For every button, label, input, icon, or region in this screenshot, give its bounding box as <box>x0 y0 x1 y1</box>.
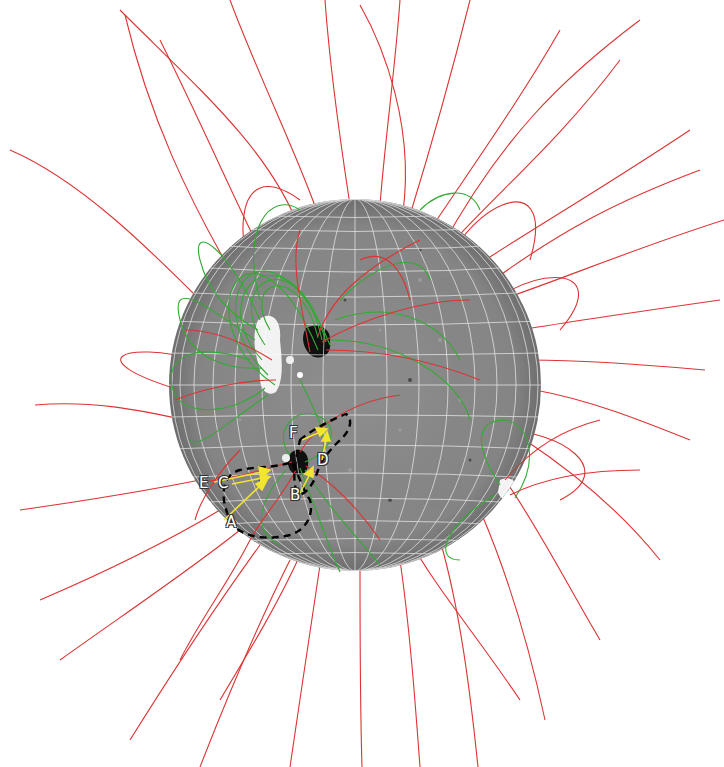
marker-letter: B <box>290 487 300 503</box>
marker-letter: C <box>218 475 228 491</box>
marker-letter: E <box>199 475 208 491</box>
marker-letter: F <box>289 425 298 441</box>
marker-letter: A <box>226 514 236 530</box>
marker-letter: D <box>317 452 329 468</box>
